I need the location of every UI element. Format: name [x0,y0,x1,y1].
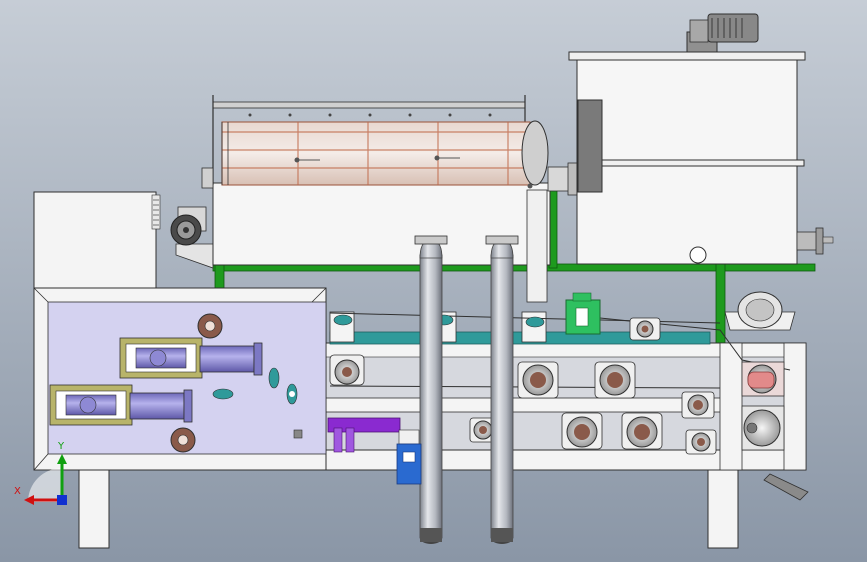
control-box [33,191,161,289]
drum-motor [170,167,214,246]
coordinate-triad [24,454,67,505]
filtrate-hopper [327,417,401,453]
solenoid-valve [396,429,422,485]
belt-drive [565,291,796,335]
triad-x-label: X [14,486,21,497]
hydraulic-panel [33,287,327,471]
triad-y-label: Y [58,441,65,452]
roller [329,354,365,386]
drum-screen [175,95,579,303]
flocculation-tank [568,13,834,265]
feed-pipes [414,235,519,544]
